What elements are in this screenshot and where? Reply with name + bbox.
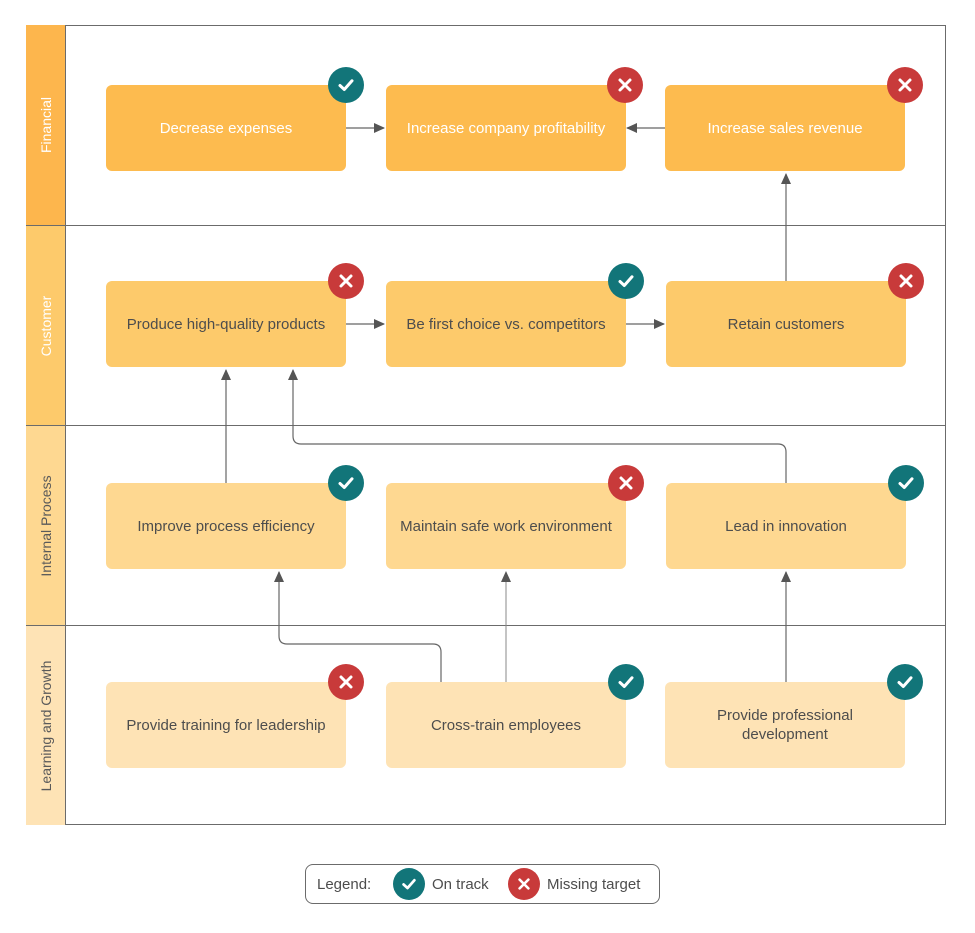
x-icon <box>608 465 644 501</box>
node-cross-train[interactable]: Cross-train employees <box>386 682 626 768</box>
check-icon <box>608 263 644 299</box>
lane-label-customer: Customer <box>26 226 66 425</box>
check-icon <box>887 664 923 700</box>
lane-label-learning-growth: Learning and Growth <box>26 626 66 825</box>
legend-missing-target-label: Missing target <box>547 876 641 893</box>
node-label: Cross-train employees <box>430 716 582 734</box>
node-safe-work[interactable]: Maintain safe work environment <box>386 483 626 569</box>
legend-title: Legend: <box>317 876 372 893</box>
arrow-innovation-to-quality <box>288 369 787 483</box>
x-icon <box>888 263 924 299</box>
check-icon <box>328 465 364 501</box>
arrow-cross-train-to-efficiency <box>274 571 442 682</box>
x-icon <box>887 67 923 103</box>
check-icon <box>888 465 924 501</box>
node-label: Retain customers <box>727 315 845 333</box>
node-produce-quality[interactable]: Produce high-quality products <box>106 281 346 367</box>
node-increase-sales[interactable]: Increase sales revenue <box>665 85 905 171</box>
node-label: Lead in innovation <box>725 517 847 535</box>
x-icon <box>607 67 643 103</box>
node-label: Provide training for leadership <box>126 716 326 734</box>
node-label: Produce high-quality products <box>126 315 326 333</box>
lane-label-internal-process: Internal Process <box>26 426 66 625</box>
node-increase-profitability[interactable]: Increase company profitability <box>386 85 626 171</box>
node-retain-customers[interactable]: Retain customers <box>666 281 906 367</box>
lane-customer: Customer <box>26 225 946 425</box>
lane-label-financial: Financial <box>26 25 66 225</box>
lane-learning-growth: Learning and Growth <box>26 625 946 825</box>
node-label: Be first choice vs. competitors <box>406 315 606 333</box>
legend-on-track-label: On track <box>432 876 489 893</box>
node-prof-dev[interactable]: Provide professional development <box>665 682 905 768</box>
node-label: Decrease expenses <box>159 119 293 137</box>
check-icon <box>608 664 644 700</box>
node-leadership-training[interactable]: Provide training for leadership <box>106 682 346 768</box>
node-label: Provide professional development <box>717 707 853 743</box>
node-label: Improve process efficiency <box>137 517 315 535</box>
node-innovation[interactable]: Lead in innovation <box>666 483 906 569</box>
node-label: Increase sales revenue <box>707 119 863 137</box>
x-icon <box>508 868 540 900</box>
node-decrease-expenses[interactable]: Decrease expenses <box>106 85 346 171</box>
check-icon <box>328 67 364 103</box>
node-label: Maintain safe work environment <box>400 517 612 535</box>
lane-financial: Financial <box>26 25 946 225</box>
x-icon <box>328 664 364 700</box>
x-icon <box>328 263 364 299</box>
check-icon <box>393 868 425 900</box>
node-process-efficiency[interactable]: Improve process efficiency <box>106 483 346 569</box>
node-first-choice[interactable]: Be first choice vs. competitors <box>386 281 626 367</box>
lane-internal-process: Internal Process <box>26 425 946 625</box>
legend: Legend: On track Missing target <box>305 864 660 904</box>
node-label: Increase company profitability <box>406 119 606 137</box>
